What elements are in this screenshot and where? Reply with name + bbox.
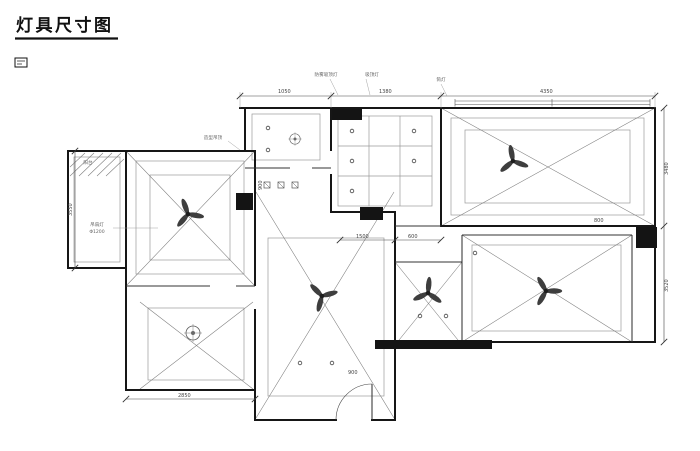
downlight-icon: [265, 125, 271, 131]
annotation-label: 防雾吸顶灯: [315, 71, 338, 78]
downlight-icon: [472, 250, 478, 256]
column-icon: [236, 193, 253, 210]
downlight-icon: [349, 128, 355, 134]
annotations: 防雾吸顶灯 吸顶灯 筒灯 造型吊顶 吊扇灯 Φ1200 阳台: [83, 71, 448, 235]
dim-label: 600: [408, 234, 418, 240]
downlight-icon: [443, 313, 449, 319]
dim-label: 1500: [356, 234, 369, 240]
partitions: [126, 167, 633, 345]
column-icon: [332, 109, 362, 120]
title-block: 灯具尺寸图: [14, 15, 118, 68]
dim-label: 1050: [278, 89, 291, 95]
entry-door: [335, 383, 373, 421]
downlight-icon: [411, 128, 417, 134]
annotation-label: Φ1200: [89, 229, 104, 235]
ceiling-fan-icon: [175, 197, 207, 232]
square-light-icon: [263, 181, 271, 189]
ceiling-diagonals: [125, 107, 656, 419]
ceiling-lamp-icon: [183, 323, 203, 343]
dim-label: 900: [258, 180, 264, 190]
dim-label: 3550: [68, 203, 74, 216]
light-fixtures: [175, 125, 563, 366]
ceiling-fan-icon: [497, 142, 534, 181]
column-icon: [360, 207, 383, 220]
dim-label: 2850: [178, 393, 191, 399]
ceiling-detail-lines: [73, 113, 645, 397]
dim-label: 4350: [540, 89, 553, 95]
dim-label: 900: [348, 370, 358, 376]
square-light-icon: [277, 181, 285, 189]
downlight-icon: [297, 360, 303, 366]
dim-label: 3520: [664, 279, 670, 292]
columns: [236, 109, 657, 349]
ceiling-fan-icon: [535, 275, 563, 307]
downlight-icon: [349, 158, 355, 164]
downlight-icon: [265, 147, 271, 153]
walls: [66, 106, 657, 422]
page-title: 灯具尺寸图: [16, 15, 114, 36]
downlight-icon: [329, 360, 335, 366]
annotation-label: 阳台: [83, 159, 93, 166]
annotation-label: 造型吊顶: [204, 134, 223, 141]
legend-stamp-icon: [14, 57, 28, 68]
window-lines: [454, 99, 651, 107]
dimensions: 1050 1380 4350 3480 3520 3550 2850 1500 …: [68, 89, 670, 403]
dim-label: 1380: [379, 89, 392, 95]
downlight-icon: [349, 188, 355, 194]
annotation-label: 吊扇灯: [90, 221, 104, 228]
column-icon: [636, 227, 657, 248]
annotation-label: 筒灯: [436, 76, 446, 83]
wall-fill: [375, 340, 492, 349]
annotation-label: 吸顶灯: [365, 71, 379, 78]
dim-label: 800: [594, 218, 604, 224]
ceiling-lamp-icon: [287, 131, 303, 147]
ceiling-fan-icon: [307, 276, 342, 314]
downlight-icon: [411, 158, 417, 164]
balcony-hatch: [69, 152, 125, 177]
square-light-icon: [291, 181, 299, 189]
dim-label: 3480: [664, 162, 670, 175]
ceiling-fan-icon: [410, 274, 451, 315]
